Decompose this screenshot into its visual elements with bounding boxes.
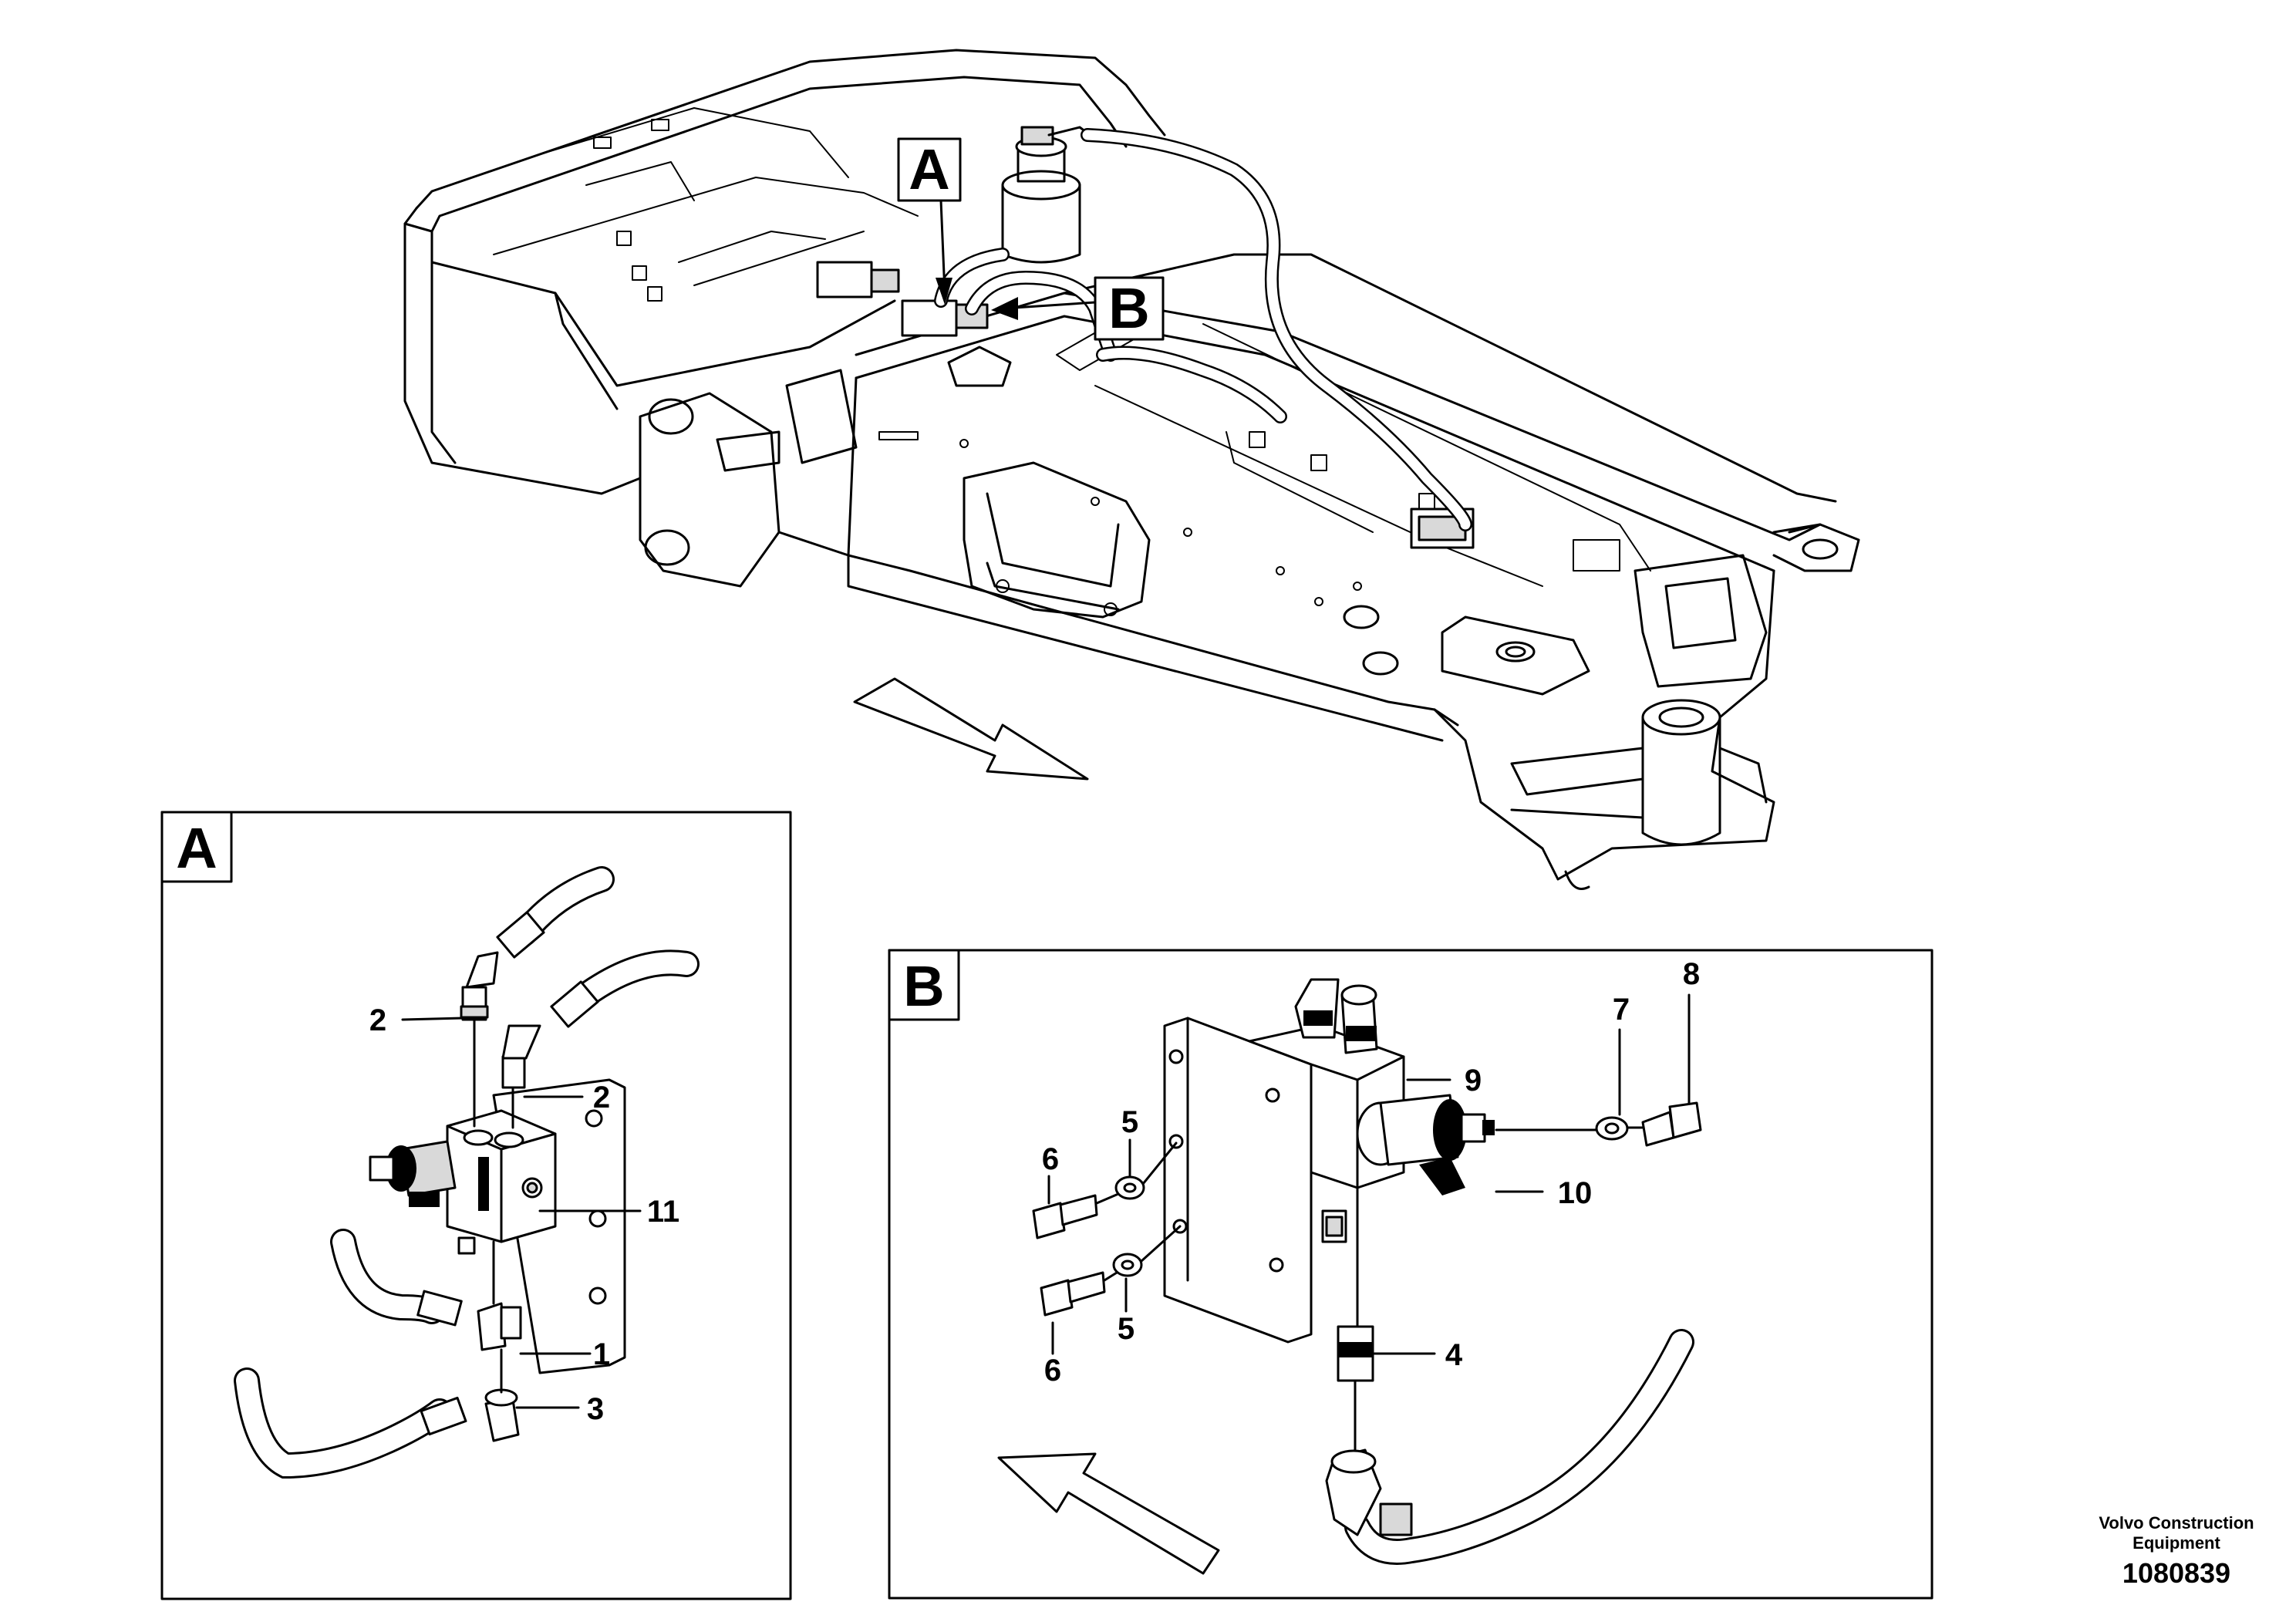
callout-a[interactable]: A	[897, 137, 962, 305]
fitting-3-icon[interactable]	[484, 1348, 520, 1442]
travel-direction-arrow-icon	[853, 677, 1089, 781]
company-name-line1: Volvo Construction	[2099, 1513, 2254, 1533]
label-a-2-upper: 2	[369, 1003, 386, 1037]
detail-b-drawing	[997, 978, 1702, 1575]
drawing-number: 1080839	[2122, 1557, 2230, 1589]
fitting-4-icon[interactable]	[1337, 1186, 1374, 1452]
detail-a-labels: 2 2 11 1 3	[369, 1003, 679, 1426]
callout-b-letter: B	[1108, 276, 1149, 340]
callout-b[interactable]: B	[991, 276, 1165, 341]
detail-b-tag: B	[903, 954, 944, 1018]
fitting-1-icon[interactable]	[477, 1240, 522, 1351]
label-b-6-lower: 6	[1044, 1354, 1061, 1388]
machine-frame	[403, 49, 1860, 890]
bolt-6-lower-icon[interactable]	[1040, 1271, 1106, 1317]
bolt-6-upper-icon[interactable]	[1032, 1194, 1098, 1239]
bolt-8-icon[interactable]	[1641, 1101, 1702, 1147]
fitting-2-upper-icon[interactable]	[460, 951, 499, 1128]
label-b-6-upper: 6	[1042, 1142, 1059, 1176]
label-b-7: 7	[1613, 993, 1630, 1027]
label-a-1: 1	[593, 1337, 610, 1371]
label-b-10: 10	[1558, 1176, 1593, 1210]
washer-7-icon[interactable]	[1595, 1116, 1629, 1141]
detail-b-labels: 8 7 9 5 6 10 6 5 4	[1042, 957, 1700, 1388]
washer-5-upper-icon[interactable]	[1114, 1175, 1145, 1200]
detail-a-panel: A	[160, 811, 792, 1600]
fitting-2-lower-icon[interactable]	[501, 1024, 541, 1129]
label-b-4: 4	[1445, 1338, 1463, 1372]
footer: Volvo Construction Equipment 1080839	[2099, 1513, 2254, 1589]
label-b-5-upper: 5	[1121, 1105, 1138, 1139]
label-a-2-lower: 2	[593, 1081, 610, 1114]
company-name-line2: Equipment	[2132, 1533, 2220, 1553]
label-b-9: 9	[1465, 1064, 1482, 1098]
label-b-8: 8	[1683, 957, 1700, 991]
detail-a-tag: A	[176, 816, 217, 880]
travel-direction-arrow-b-icon	[997, 1452, 1220, 1575]
label-a-11: 11	[647, 1195, 679, 1229]
detail-b-panel: B	[888, 949, 1934, 1600]
detail-a-drawing	[234, 866, 700, 1479]
label-a-3: 3	[587, 1392, 604, 1426]
callout-a-letter: A	[909, 137, 949, 201]
label-b-5-lower: 5	[1118, 1312, 1135, 1346]
washer-5-lower-icon[interactable]	[1112, 1253, 1143, 1277]
